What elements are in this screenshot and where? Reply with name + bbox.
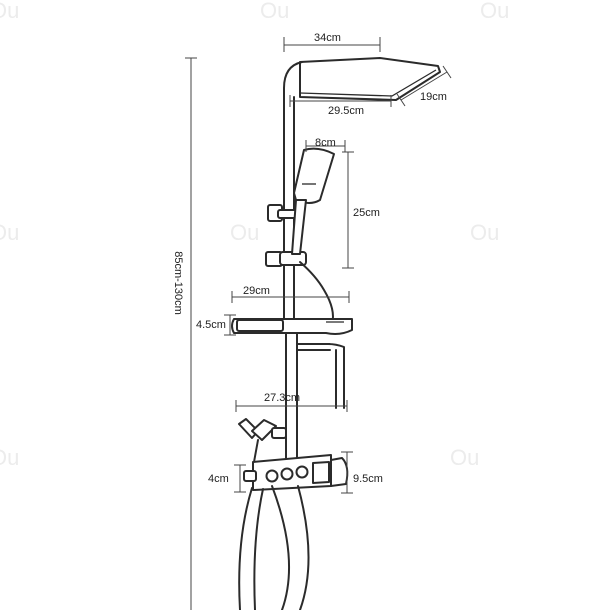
shower-system-drawing xyxy=(231,57,441,610)
diverter-arm xyxy=(296,343,345,409)
svg-text:Ou: Ou xyxy=(0,220,19,245)
label-top-width: 34cm xyxy=(314,32,341,44)
label-shelf-width: 29cm xyxy=(243,285,270,297)
dimension-lines xyxy=(185,37,452,610)
label-shelf-height: 4.5cm xyxy=(196,319,226,331)
bidet-sprayer xyxy=(238,418,287,463)
hand-shower xyxy=(291,147,335,255)
label-mixer-height: 9.5cm xyxy=(353,473,383,485)
svg-text:Ou: Ou xyxy=(480,0,509,23)
hand-shower-hose xyxy=(299,261,334,325)
overhead-arm xyxy=(283,61,303,206)
label-handshower-height: 25cm xyxy=(353,207,380,219)
svg-text:Ou: Ou xyxy=(470,220,499,245)
label-head-side: 19cm xyxy=(420,91,447,103)
svg-text:Ou: Ou xyxy=(0,445,19,470)
svg-text:Ou: Ou xyxy=(450,445,479,470)
label-head-depth: 29.5cm xyxy=(328,105,364,117)
watermarks: Ou Ou Ou Ou Ou Ou Ou Ou xyxy=(0,0,509,470)
shelf xyxy=(231,318,353,335)
label-total-height: 85cm-130cm xyxy=(172,251,184,315)
dimension-labels: 34cm 29.5cm 19cm 8cm 25cm 85cm-130cm 29c… xyxy=(172,32,447,485)
label-handshower-width: 8cm xyxy=(315,137,336,149)
rain-shower-head xyxy=(299,57,441,101)
mixer-box xyxy=(243,454,349,491)
svg-text:Ou: Ou xyxy=(260,0,289,23)
svg-text:Ou: Ou xyxy=(0,0,19,23)
svg-text:Ou: Ou xyxy=(230,220,259,245)
label-spout: 4cm xyxy=(208,473,229,485)
bottom-hoses xyxy=(238,485,310,610)
label-mixer-width: 27.3cm xyxy=(264,392,300,404)
